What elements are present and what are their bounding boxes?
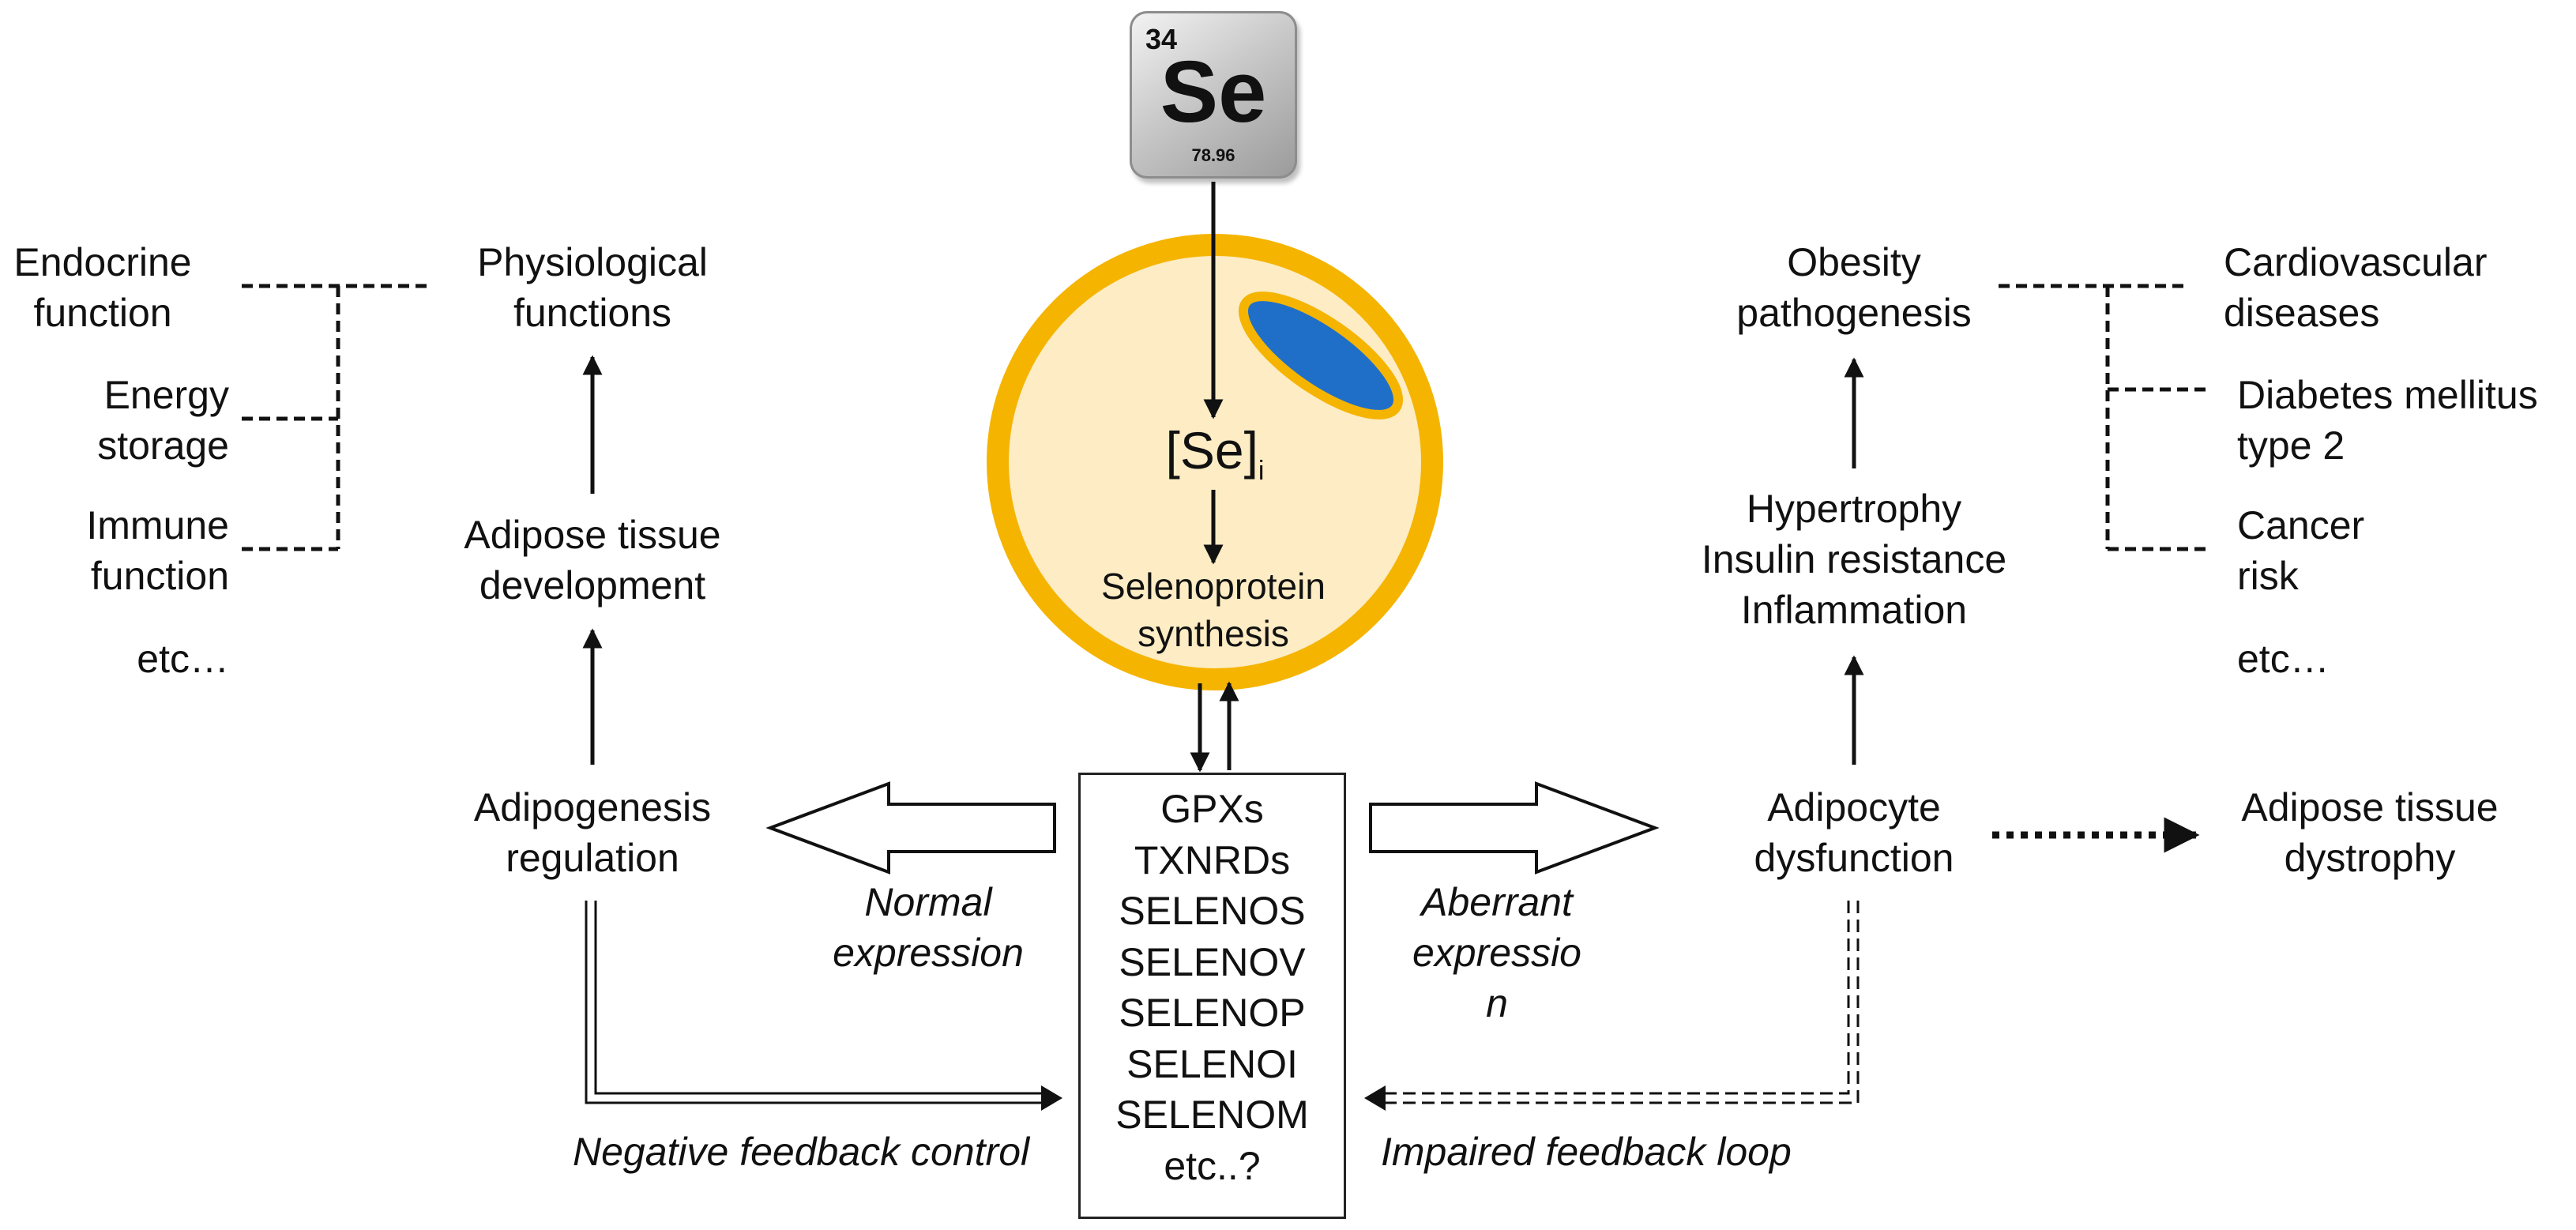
label-line: Energy [103,373,229,417]
intracellular-se-text: [Se] [1165,421,1258,480]
endocrine-function-label: Endocrine function [0,237,205,338]
left-etc-label: etc… [137,637,229,681]
diseases-dashed-bracket [1999,284,2208,551]
adipose-development-label: Adipose tissue development [427,510,758,611]
label-line: function [33,291,172,335]
atomic-number: 34 [1145,23,1178,55]
selenoprotein-synthesis-label: Selenoprotein synthesis [1055,562,1371,657]
label-line: risk [2237,554,2299,598]
label-line: Normal [864,880,992,924]
selenoprotein-item: SELENOS [1119,889,1306,933]
intracellular-subscript: i [1258,456,1265,487]
selenoprotein-item: GPXs [1160,787,1264,831]
negative-feedback-label: Negative feedback control [573,1130,1030,1174]
label-line: Hypertrophy [1746,487,1962,531]
nucleus [1238,292,1404,419]
aberrant-expression-label: Aberrant expressio n [1378,877,1615,1029]
label-line: functions [513,291,672,335]
label-line: Diabetes mellitus [2237,373,2538,417]
obesity-pathogenesis-label: Obesity pathogenesis [1696,237,2012,338]
label-line: storage [97,423,229,468]
functions-dashed-bracket [242,284,433,551]
cardiovascular-diseases-label: Cardiovascular diseases [2224,237,2555,338]
normal-expression-label: Normal expression [810,877,1047,978]
label-line: Adipose tissue [464,513,721,557]
label-line: development [479,563,706,607]
label-line: regulation [506,836,679,880]
label-line: Adipogenesis [473,785,712,829]
selenium-element-tile: 34 Se 78.96 [1130,11,1297,179]
immune-function-label: Immune function [32,500,229,601]
label-line: Physiological [477,240,708,284]
label-line: n [1486,981,1508,1025]
atomic-mass: 78.96 [1191,145,1235,165]
selenoprotein-item: TXNRDs [1134,837,1291,882]
label-line: Cardiovascular [2224,240,2488,284]
label-line: expressio [1412,931,1581,975]
selenoprotein-item: SELENOM [1115,1093,1309,1137]
label-line: Adipocyte [1767,785,1941,829]
impaired-feedback-arrow [1364,901,1860,1111]
label-line: expression [833,931,1024,975]
adipocyte-dysfunction-label: Adipocyte dysfunction [1696,782,2012,883]
normal-expression-block-arrow [765,781,1056,875]
selenoprotein-item: SELENOP [1119,991,1306,1035]
intracellular-se-label: [Se]i [1136,419,1294,502]
selenoprotein-item: SELENOI [1126,1041,1298,1086]
label-line: function [90,554,229,598]
synthesis-line-2: synthesis [1138,613,1289,654]
selenoprotein-list: GPXs TXNRDs SELENOS SELENOV SELENOP SELE… [1078,784,1346,1191]
physiological-functions-label: Physiological functions [434,237,750,338]
impaired-feedback-label: Impaired feedback loop [1381,1130,1792,1174]
label-line: diseases [2224,291,2380,335]
diabetes-label: Diabetes mellitus type 2 [2237,370,2569,471]
negative-feedback-arrow [585,901,1062,1111]
label-line: Immune [86,503,229,547]
aberrant-expression-block-arrow [1369,781,1660,875]
energy-storage-label: Energy storage [47,370,229,471]
label-line: Aberrant [1421,880,1573,924]
element-symbol: Se [1160,43,1267,141]
right-etc-label: etc… [2237,637,2330,681]
label-line: pathogenesis [1736,291,1972,335]
adipogenesis-regulation-label: Adipogenesis regulation [434,782,750,883]
label-line: Adipose tissue [2241,785,2499,829]
cancer-risk-label: Cancer risk [2237,500,2474,601]
selenoprotein-item: etc..? [1164,1143,1261,1188]
label-line: dysfunction [1754,836,1954,880]
synthesis-line-1: Selenoprotein [1101,566,1326,607]
label-line: Cancer [2237,503,2365,547]
label-line: Obesity [1787,240,1921,284]
label-line: Insulin resistance [1701,537,2007,581]
selenoprotein-item: SELENOV [1119,939,1306,984]
label-line: Inflammation [1740,588,1968,632]
label-line: Endocrine [13,240,192,284]
label-line: type 2 [2237,423,2345,468]
hypertrophy-effects-label: Hypertrophy Insulin resistance Inflammat… [1657,483,2051,635]
adipose-dystrophy-label: Adipose tissue dystrophy [2204,782,2536,883]
label-line: dystrophy [2284,836,2456,880]
selenoprotein-box [1078,773,1346,1219]
